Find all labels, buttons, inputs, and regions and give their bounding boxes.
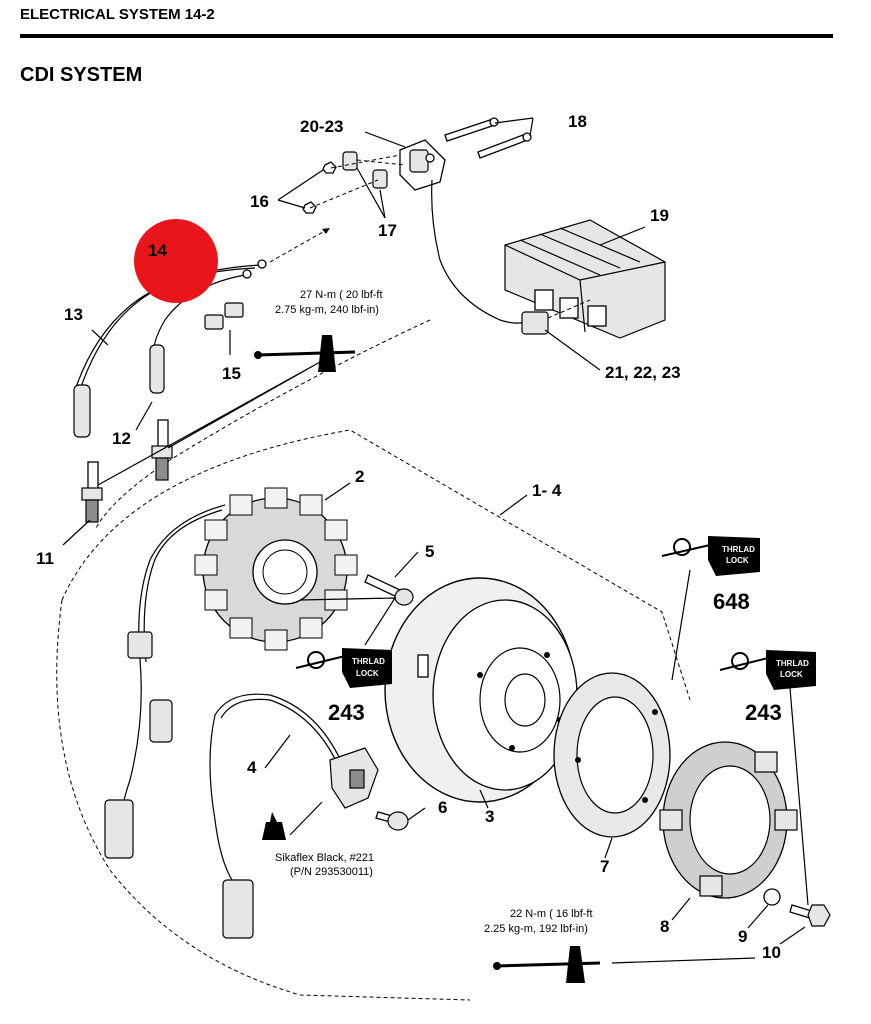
nuts-16 (302, 161, 337, 214)
torque-wrench-bottom (493, 946, 601, 983)
clutch-8 (659, 741, 798, 899)
spark-plug-11a (81, 461, 103, 523)
crankcase-outline (56, 429, 691, 1001)
screw-6 (375, 811, 409, 831)
plug-cap-12a (73, 384, 91, 438)
threadlock-243-left-icon: THRLAD LOCK (295, 648, 392, 688)
sealant-icon (262, 812, 286, 840)
stator-harness (119, 504, 226, 841)
callout-14: 14 (148, 241, 167, 260)
callout-10: 10 (762, 943, 781, 962)
spark-plug-11b (151, 419, 173, 481)
callout-11: 11 (36, 549, 54, 568)
callout-18: 18 (568, 112, 587, 131)
washer-9 (763, 888, 781, 906)
cdi-harness (431, 179, 526, 324)
sealant-line1: Sikaflex Black, #221 (275, 852, 374, 864)
threadlock-648-tag-line1: THRLAD (722, 545, 755, 554)
callout-6: 6 (438, 798, 447, 817)
bolt-5 (364, 574, 414, 606)
threadlock-243-right-icon: THRLAD LOCK (719, 650, 816, 690)
cdi-bracket (399, 139, 446, 191)
callout-13: 13 (64, 305, 83, 324)
bolt-10 (789, 904, 831, 927)
callout-1-4: 1- 4 (532, 481, 562, 500)
connector-21-23 (521, 311, 549, 335)
ring-7 (553, 672, 671, 838)
connector-15 (204, 302, 244, 330)
threadlock-code-648: 648 (713, 589, 750, 614)
callout-9: 9 (738, 927, 747, 946)
stator-connector-a (149, 699, 173, 743)
callout-12: 12 (112, 429, 131, 448)
threadlock-243b-tag-line2: LOCK (780, 670, 803, 679)
callout-16: 16 (250, 192, 269, 211)
highlight-marker-14 (134, 219, 218, 303)
callout-5: 5 (425, 542, 434, 561)
callout-20-23: 20-23 (300, 117, 343, 136)
callout-3: 3 (485, 807, 494, 826)
flywheel-3 (384, 577, 578, 803)
page-header: ELECTRICAL SYSTEM 14-2 (20, 6, 215, 23)
callout-21-22-23: 21, 22, 23 (605, 363, 681, 382)
stator-connector-b (104, 799, 134, 859)
plug-cap-12b (149, 344, 165, 394)
stator-2 (194, 487, 358, 651)
callout-2: 2 (355, 467, 364, 486)
threadlock-code-243-right: 243 (745, 700, 782, 725)
coil-dashed-path (94, 319, 431, 531)
pickup-4 (329, 747, 379, 809)
threadlock-648-icon: THRLAD LOCK (661, 536, 760, 576)
pickup-harness (209, 693, 346, 881)
torque-wrench-top (254, 335, 356, 372)
threadlock-243a-tag-line2: LOCK (356, 669, 379, 678)
callout-4: 4 (247, 758, 257, 777)
bolts-18 (444, 117, 532, 159)
cdi-module-19 (504, 219, 666, 339)
callout-15: 15 (222, 364, 241, 383)
callout-17: 17 (378, 221, 397, 240)
callout-19: 19 (650, 206, 669, 225)
torque-bottom-line1: 22 N-m ( 16 lbf-ft (510, 908, 593, 920)
sealant-line2: (P/N 293530011) (290, 866, 373, 878)
torque-top-line2: 2.75 kg-m, 240 lbf-in) (275, 304, 379, 316)
threadlock-code-243-left: 243 (328, 700, 365, 725)
threadlock-648-tag-line2: LOCK (726, 556, 749, 565)
torque-top-line1: 27 N-m ( 20 lbf-ft (300, 289, 383, 301)
callout-7: 7 (600, 857, 609, 876)
leader-1-4 (499, 494, 528, 516)
header-rule (20, 34, 833, 38)
threadlock-243a-tag-line1: THRLAD (352, 657, 385, 666)
threadlock-243b-tag-line1: THRLAD (776, 659, 809, 668)
pickup-connector (222, 879, 254, 939)
torque-bottom-line2: 2.25 kg-m, 192 lbf-in) (484, 923, 588, 935)
section-title: CDI SYSTEM (20, 64, 143, 86)
callout-8: 8 (660, 917, 669, 936)
